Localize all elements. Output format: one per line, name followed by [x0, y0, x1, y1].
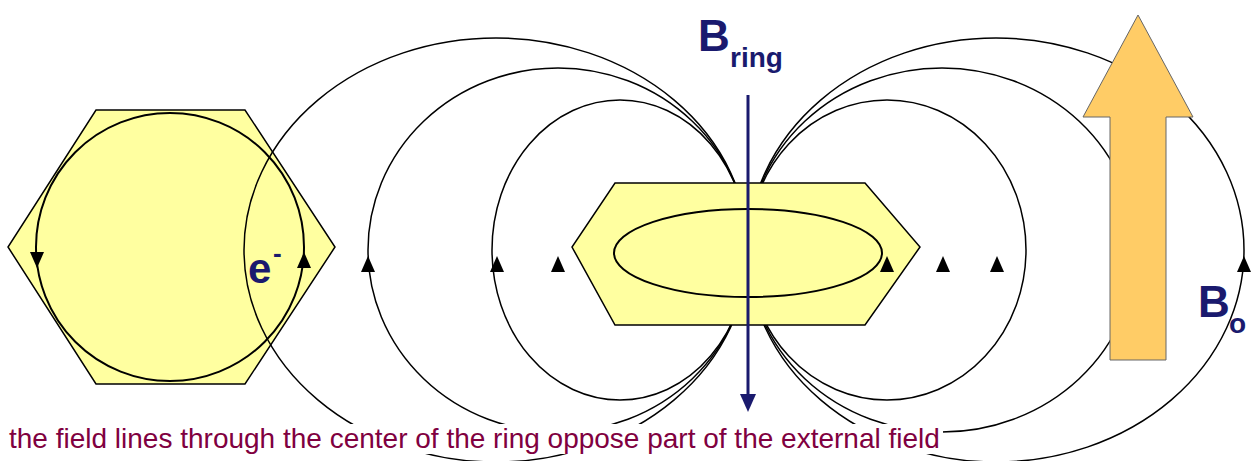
charge-sign: - [273, 240, 282, 266]
caption-note: the field lines through the center of th… [6, 424, 943, 454]
benzene-ring [8, 110, 335, 384]
field-subscript: ring [730, 44, 783, 72]
field-symbol: B [1198, 280, 1230, 324]
ring-field-arrowhead [740, 394, 756, 412]
electron-current [36, 113, 304, 381]
current-arrow [30, 252, 44, 268]
current-arrow [297, 252, 311, 268]
electron-symbol: e [248, 248, 271, 290]
field-subscript: o [1229, 310, 1246, 338]
field-arrows [880, 256, 1004, 272]
benzene-ring-side [572, 183, 920, 325]
ring-field-vector [747, 95, 750, 396]
field-symbol: B [698, 14, 730, 58]
applied-field-arrow [1083, 15, 1193, 360]
